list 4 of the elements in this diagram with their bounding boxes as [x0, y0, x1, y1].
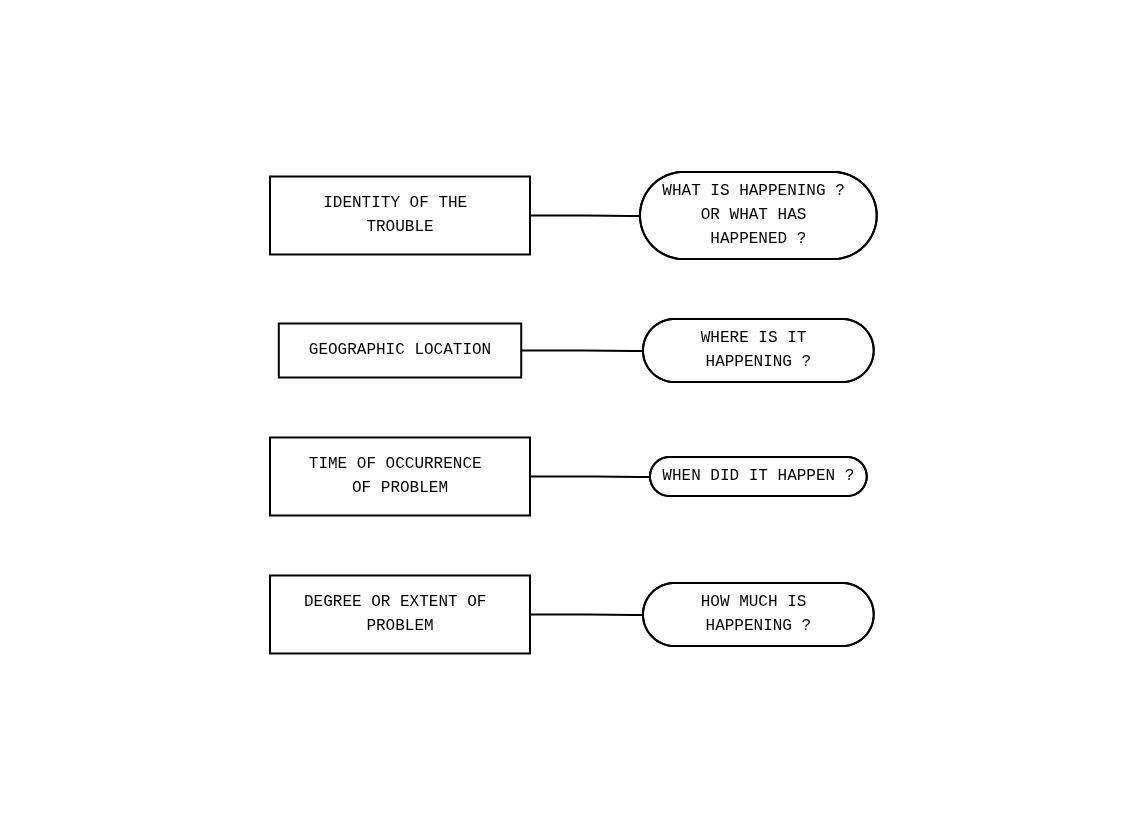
node-box: DEGREE OR EXTENT OF PROBLEM — [268, 574, 531, 655]
node-box: IDENTITY OF THE TROUBLE — [268, 175, 531, 256]
node-box: TIME OF OCCURRENCE OF PROBLEM — [268, 436, 531, 517]
node-box: GEOGRAPHIC LOCATION — [277, 322, 522, 379]
